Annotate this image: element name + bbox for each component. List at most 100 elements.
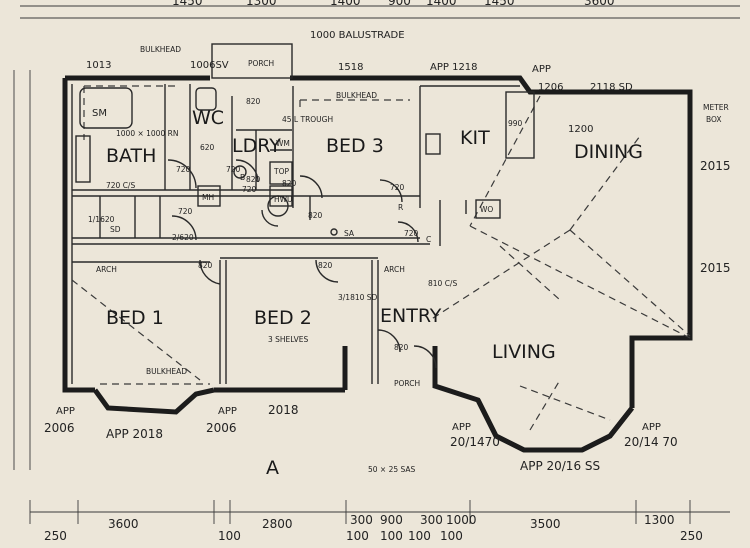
label-1206: 1206 <box>538 82 563 93</box>
label-720-e: 720 <box>404 229 419 238</box>
label-meter: METER <box>703 103 729 112</box>
label-2015-a: 2015 <box>700 159 731 173</box>
dim-top-4: 1400 <box>426 0 457 8</box>
dim-top-6: 3600 <box>584 0 615 8</box>
label-app-2006-b: APP <box>218 406 237 417</box>
label-app-1218: APP 1218 <box>430 62 478 73</box>
dim-top-0: 1450 <box>172 0 203 8</box>
washing-machine <box>269 161 293 185</box>
label-990: 990 <box>508 119 523 128</box>
label-820-f: 820 <box>246 175 261 184</box>
label-bulkhead-bed1: BULKHEAD <box>146 367 187 376</box>
dim-bottom-0: 250 <box>44 529 67 543</box>
dim-top-5: 1450 <box>484 0 515 8</box>
label-trough: 45 L TROUGH <box>282 115 333 124</box>
dim-bottom-7: 100 <box>380 529 403 543</box>
dim-top-1: 1300 <box>246 0 277 8</box>
room-bed2: BED 2 <box>254 307 312 329</box>
label-2-620: 2/620 <box>172 233 194 242</box>
room-bed1: BED 1 <box>106 307 164 329</box>
label-720-f: 720 <box>178 207 193 216</box>
left-dimension-line <box>13 70 31 470</box>
label-mh: MH <box>202 193 214 202</box>
label-1-1620: 1/1620 <box>88 215 115 224</box>
dim-bottom-9: 100 <box>408 529 431 543</box>
label-wm: WM <box>276 139 290 148</box>
dim-bottom-6: 900 <box>380 513 403 527</box>
label-meter-box: BOX <box>706 115 722 124</box>
label-c: C <box>426 235 431 244</box>
label-2006-b: 2006 <box>206 421 237 435</box>
dim-bottom-5: 100 <box>346 529 369 543</box>
smoke-alarm <box>330 228 338 236</box>
bottom-dimension-line: 250 3600 100 2800 300 100 900 100 300 10… <box>29 500 730 543</box>
label-720-b: 720 <box>242 185 257 194</box>
porch-bottom-label: PORCH <box>394 379 420 388</box>
dim-bottom-12: 3500 <box>530 517 561 531</box>
bed-window-bay-wall <box>92 387 215 415</box>
label-3-shelves: 3 SHELVES <box>268 335 309 344</box>
porch-top-outline <box>211 43 293 79</box>
bath-tub <box>79 87 133 129</box>
label-app-1206: APP <box>532 64 551 75</box>
room-laundry: LDRY <box>232 135 281 157</box>
label-r: R <box>398 203 403 212</box>
room-bath: BATH <box>106 145 156 167</box>
label-2006-a: 2006 <box>44 421 75 435</box>
label-720-cs: 720 C/S <box>106 181 135 190</box>
label-820-g: 820 <box>282 179 297 188</box>
room-entry: ENTRY <box>380 305 442 327</box>
label-201470-b: 20/14 70 <box>624 435 678 449</box>
living-bay-wall <box>475 398 634 453</box>
label-2118-sd: 2118 SD <box>590 82 633 93</box>
bulkhead-dashes <box>71 85 691 431</box>
label-wo: WO <box>480 205 493 214</box>
label-3-1810-sd: 3/1810 SD <box>338 293 378 302</box>
dim-bottom-4: 300 <box>350 513 373 527</box>
label-820-b: 820 <box>308 211 323 220</box>
label-620: 620 <box>200 143 215 152</box>
label-sa: SA <box>344 229 355 238</box>
room-dining: DINING <box>574 141 643 163</box>
label-820-d: 820 <box>318 261 333 270</box>
door-swings <box>167 159 437 369</box>
label-bulkhead-bath: BULKHEAD <box>140 45 181 54</box>
label-top: TOP <box>273 167 289 176</box>
label-sas: 50 × 25 SAS <box>368 465 416 474</box>
dim-top-2: 1400 <box>330 0 361 8</box>
dryer-top <box>269 185 293 207</box>
room-bed3: BED 3 <box>326 135 384 157</box>
label-bulkhead-bed3: BULKHEAD <box>336 91 377 100</box>
dim-top-3: 900 <box>388 0 411 8</box>
dim-bottom-2: 100 <box>218 529 241 543</box>
room-living: LIVING <box>492 341 556 363</box>
vanity <box>75 135 91 183</box>
annotations: BULKHEAD 1000 BALUSTRADE 1013 1006SV 151… <box>44 30 731 479</box>
label-720-a: 720 <box>176 165 191 174</box>
label-app-201470-b: APP <box>642 422 661 433</box>
dim-bottom-1: 3600 <box>108 517 139 531</box>
label-720-c: 720 <box>390 183 405 192</box>
fridge <box>505 91 535 159</box>
label-sm: SM <box>92 108 107 119</box>
label-820-a: 820 <box>246 97 261 106</box>
label-b: B <box>240 173 245 182</box>
elevation-marker: A <box>266 457 279 479</box>
dim-bottom-13: 1300 <box>644 513 675 527</box>
porch-top-label: PORCH <box>248 59 274 68</box>
label-820-c: 820 <box>198 261 213 270</box>
manhole <box>197 185 221 207</box>
label-app-2016-ss: APP 20/16 SS <box>520 459 600 473</box>
label-1006sv: 1006SV <box>190 60 229 71</box>
dim-bottom-8: 300 <box>420 513 443 527</box>
label-app-2018: APP 2018 <box>106 427 163 441</box>
label-app-201470-a: APP <box>452 422 471 433</box>
cooktop <box>425 133 441 155</box>
label-app-2006-a: APP <box>56 406 75 417</box>
label-1518: 1518 <box>338 62 363 73</box>
label-2018: 2018 <box>268 403 299 417</box>
toilet <box>195 87 217 111</box>
label-2015-b: 2015 <box>700 261 731 275</box>
label-arch-1: ARCH <box>96 265 117 274</box>
label-hwu: HWU <box>274 195 293 204</box>
